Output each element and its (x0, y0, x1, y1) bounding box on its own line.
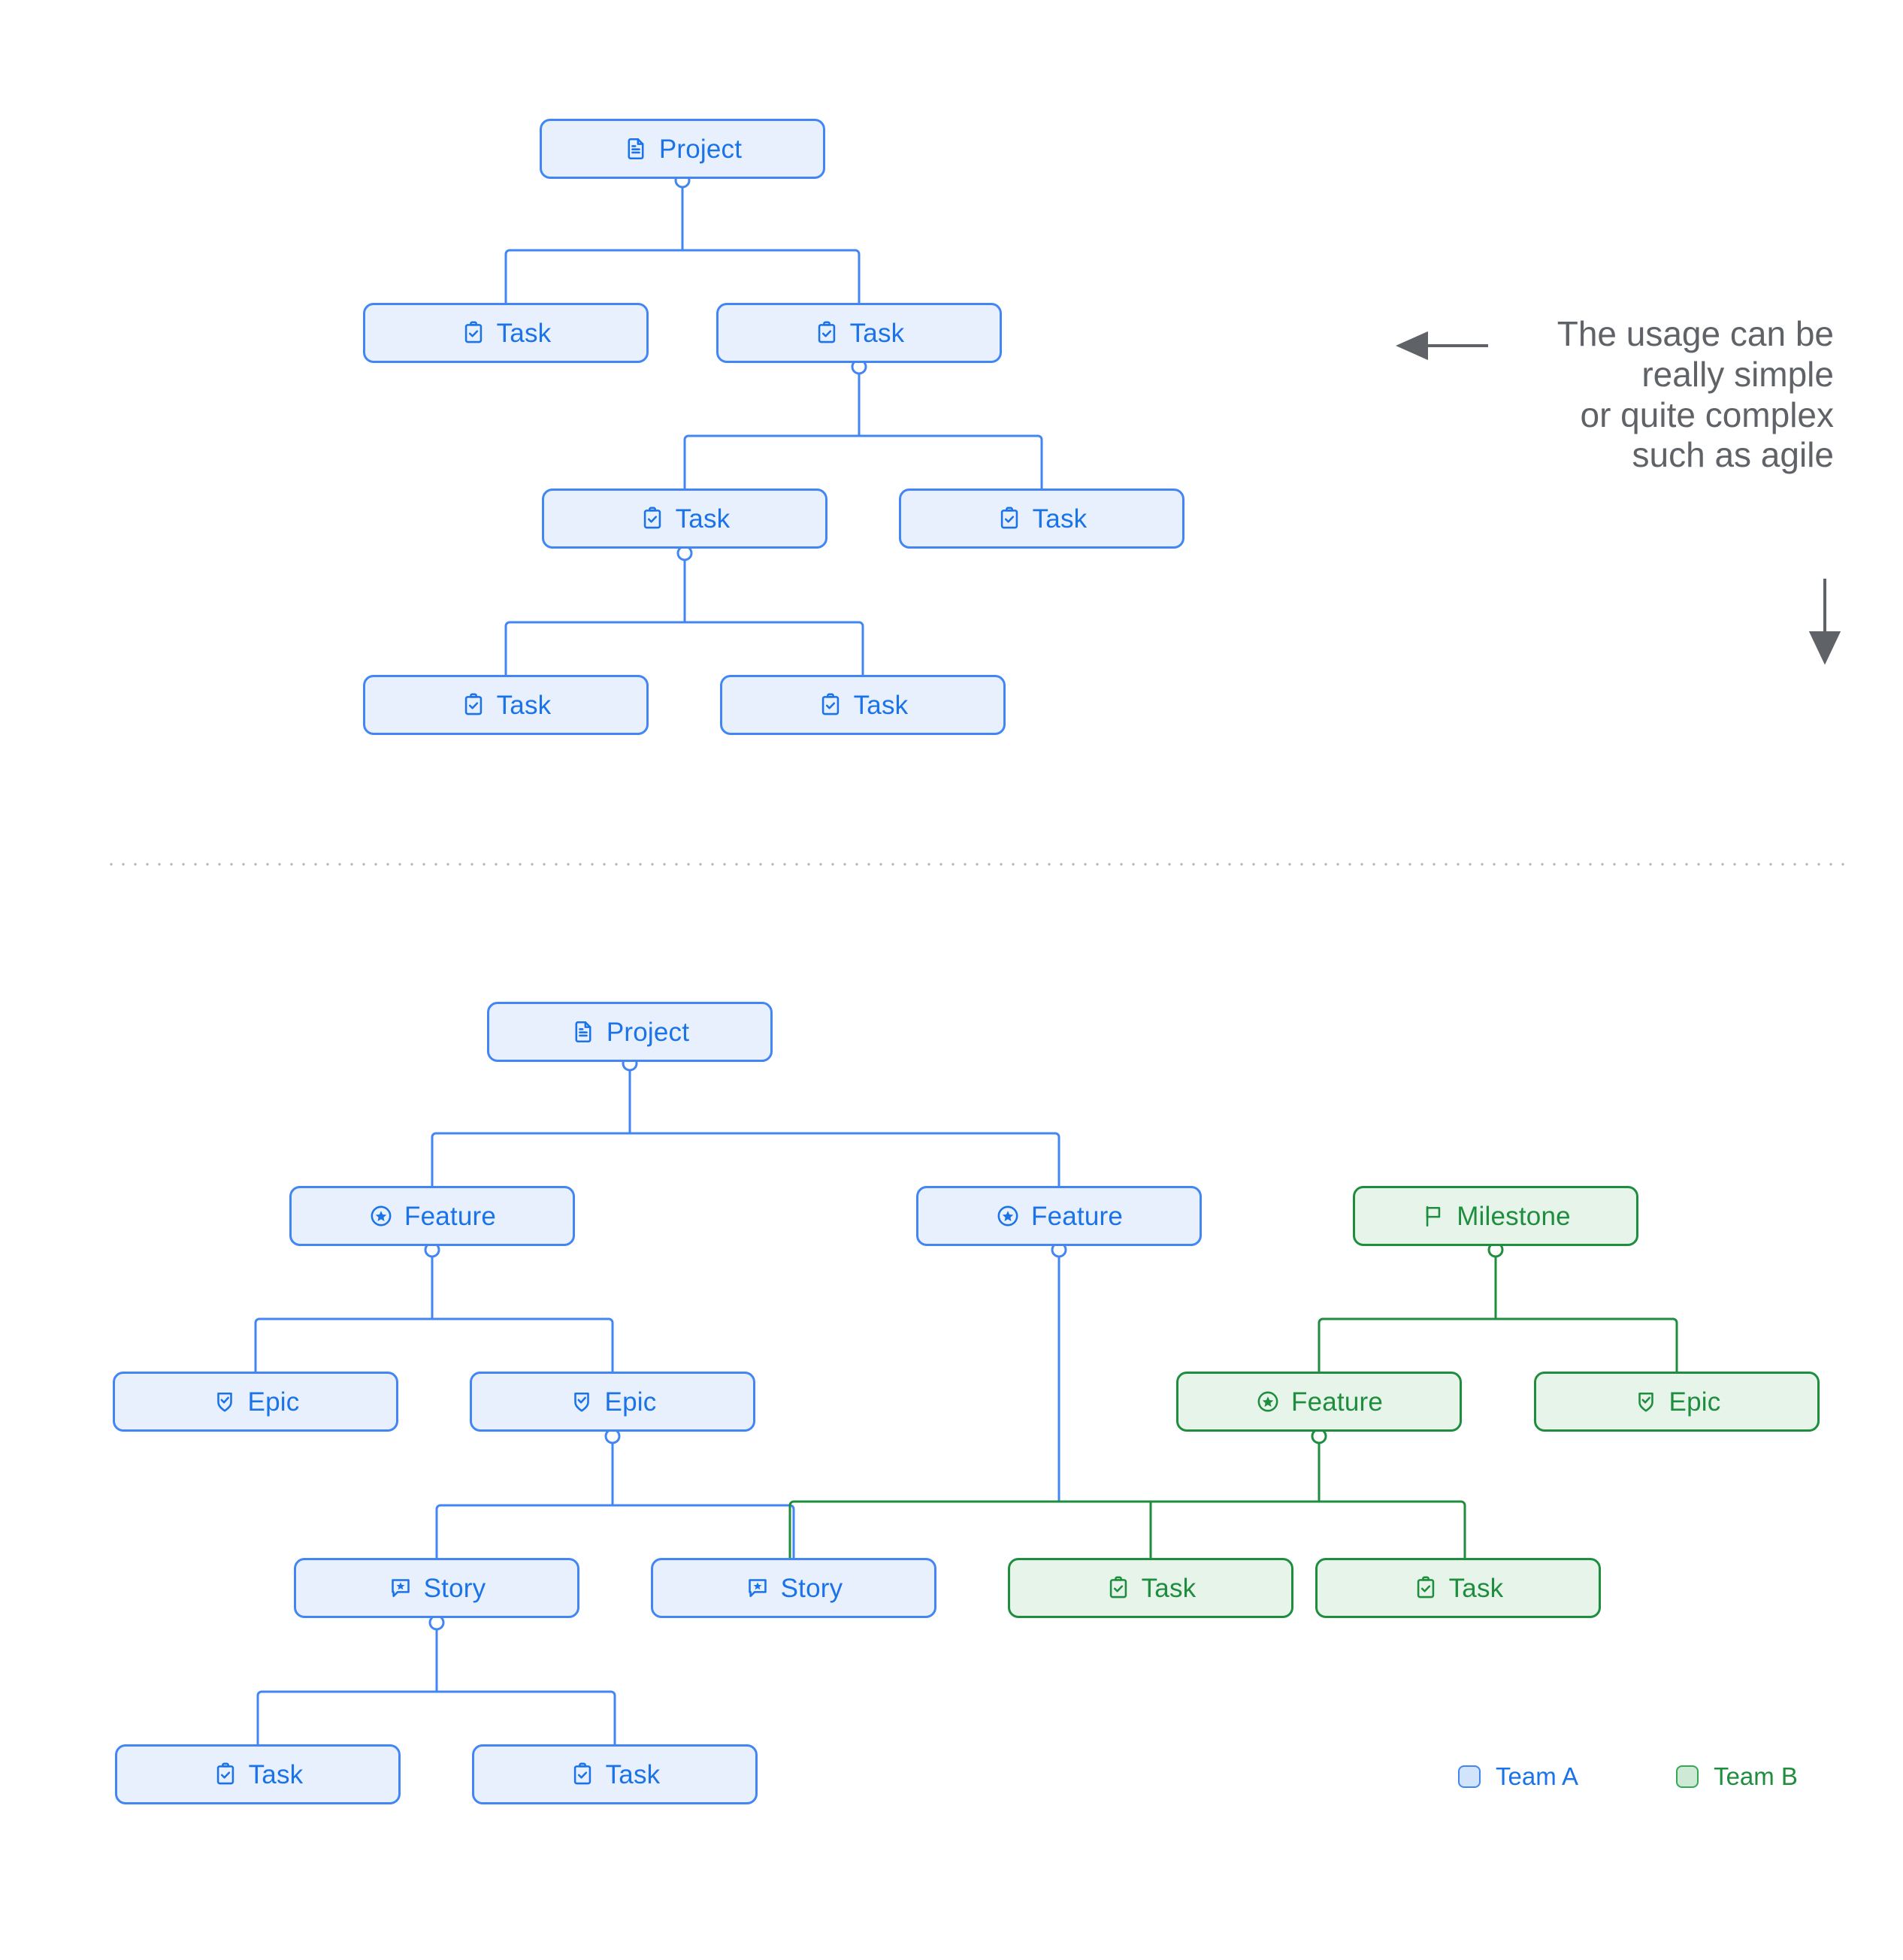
clipboard-check-icon (997, 506, 1022, 531)
node-agile-feature-3[interactable]: Feature (1176, 1372, 1462, 1432)
chat-star-icon (388, 1575, 413, 1601)
node-agile-story-1[interactable]: Story (294, 1558, 579, 1618)
node-task-5[interactable]: Task (363, 675, 649, 735)
clipboard-check-icon (461, 320, 486, 346)
node-label: Story (780, 1573, 843, 1603)
node-label: Project (606, 1017, 690, 1047)
clipboard-check-icon (640, 506, 665, 531)
chat-star-icon (745, 1575, 770, 1601)
edge-bus-2-right (1037, 434, 1043, 440)
edge-a-green-bus-right (1460, 1500, 1466, 1506)
node-label: Task (1032, 504, 1088, 534)
node-label: Task (248, 1759, 304, 1789)
team-b-swatch (1676, 1765, 1699, 1788)
node-label: Milestone (1457, 1201, 1571, 1231)
node-label: Task (496, 318, 552, 348)
annotation-text: The usage can be really simple or quite … (1481, 314, 1834, 476)
edge-a-bus-2-right (608, 1317, 614, 1323)
clipboard-check-icon (461, 692, 486, 718)
clipboard-check-icon (818, 692, 843, 718)
clipboard-check-icon (213, 1762, 238, 1787)
node-label: Feature (1290, 1387, 1384, 1417)
edge-a-bus-1-left (431, 1132, 437, 1138)
node-agile-project[interactable]: Project (487, 1002, 773, 1062)
edge-a-bus-3-left (435, 1504, 441, 1510)
clipboard-check-icon (1413, 1575, 1439, 1601)
node-label: Feature (1030, 1201, 1124, 1231)
section-divider (105, 863, 1849, 866)
node-label: Story (423, 1573, 486, 1603)
team-a-swatch (1458, 1765, 1481, 1788)
edge-a-bus-5-left (1318, 1317, 1324, 1323)
node-label: Task (849, 318, 905, 348)
edge-a-bus-2-left (254, 1317, 260, 1323)
arrow-down-head (1808, 631, 1841, 665)
shield-check-icon (212, 1389, 237, 1414)
clipboard-check-icon (814, 320, 840, 346)
edge-a-bus-1-right (1054, 1132, 1060, 1138)
edge-bus-1-left (504, 249, 510, 255)
legend: Team A Team B (1458, 1762, 1798, 1791)
node-agile-milestone[interactable]: Milestone (1353, 1186, 1638, 1246)
node-label: Task (853, 690, 909, 720)
annotation-line-1: The usage can be (1557, 314, 1834, 353)
node-agile-task-4[interactable]: Task (472, 1744, 758, 1804)
node-agile-feature-2[interactable]: Feature (916, 1186, 1202, 1246)
clipboard-check-icon (570, 1762, 595, 1787)
node-agile-story-2[interactable]: Story (651, 1558, 936, 1618)
node-task-2[interactable]: Task (716, 303, 1002, 363)
node-label: Task (496, 690, 552, 720)
annotation-line-4: such as agile (1632, 435, 1835, 475)
node-agile-epic-1[interactable]: Epic (113, 1372, 398, 1432)
node-label: Epic (604, 1387, 657, 1417)
legend-item-team-a[interactable]: Team A (1458, 1762, 1578, 1791)
edge-a-green-bus-left (788, 1500, 794, 1506)
edge-bus-3-right (858, 621, 864, 627)
node-agile-feature-1[interactable]: Feature (289, 1186, 575, 1246)
document-icon (623, 136, 649, 162)
node-label: Task (605, 1759, 661, 1789)
annotation-line-2: really simple (1641, 354, 1834, 394)
node-project[interactable]: Project (540, 119, 825, 179)
node-task-1[interactable]: Task (363, 303, 649, 363)
edge-a-bus-4-left (256, 1690, 262, 1696)
edge-bus-2-left (683, 434, 689, 440)
arrow-left-head (1396, 331, 1428, 361)
node-agile-task-1[interactable]: Task (1008, 1558, 1293, 1618)
legend-label: Team A (1496, 1762, 1579, 1790)
node-task-4[interactable]: Task (899, 488, 1184, 549)
node-agile-task-3[interactable]: Task (115, 1744, 401, 1804)
node-agile-task-2[interactable]: Task (1315, 1558, 1601, 1618)
annotation-line-3: or quite complex (1580, 395, 1835, 434)
shield-check-icon (569, 1389, 594, 1414)
node-task-3[interactable]: Task (542, 488, 827, 549)
edge-a-bus-3-right (789, 1504, 795, 1510)
star-circle-icon (368, 1203, 394, 1229)
node-task-6[interactable]: Task (720, 675, 1006, 735)
node-label: Project (658, 134, 743, 164)
edge-bus-3-left (504, 621, 510, 627)
legend-item-team-b[interactable]: Team B (1676, 1762, 1798, 1791)
node-agile-epic-3[interactable]: Epic (1534, 1372, 1820, 1432)
edge-a-bus-4-right (610, 1690, 616, 1696)
star-circle-icon (995, 1203, 1021, 1229)
star-circle-icon (1255, 1389, 1281, 1414)
edge-bus-1-right (855, 249, 861, 255)
node-label: Epic (1669, 1387, 1721, 1417)
node-agile-epic-2[interactable]: Epic (470, 1372, 755, 1432)
node-label: Feature (404, 1201, 497, 1231)
node-label: Task (1448, 1573, 1504, 1603)
node-label: Epic (247, 1387, 300, 1417)
document-icon (570, 1019, 596, 1045)
node-label: Task (675, 504, 731, 534)
shield-check-icon (1633, 1389, 1659, 1414)
edge-a-bus-5-right (1672, 1317, 1678, 1323)
flag-icon (1420, 1203, 1446, 1229)
legend-label: Team B (1714, 1762, 1798, 1790)
node-label: Task (1141, 1573, 1197, 1603)
clipboard-check-icon (1106, 1575, 1131, 1601)
